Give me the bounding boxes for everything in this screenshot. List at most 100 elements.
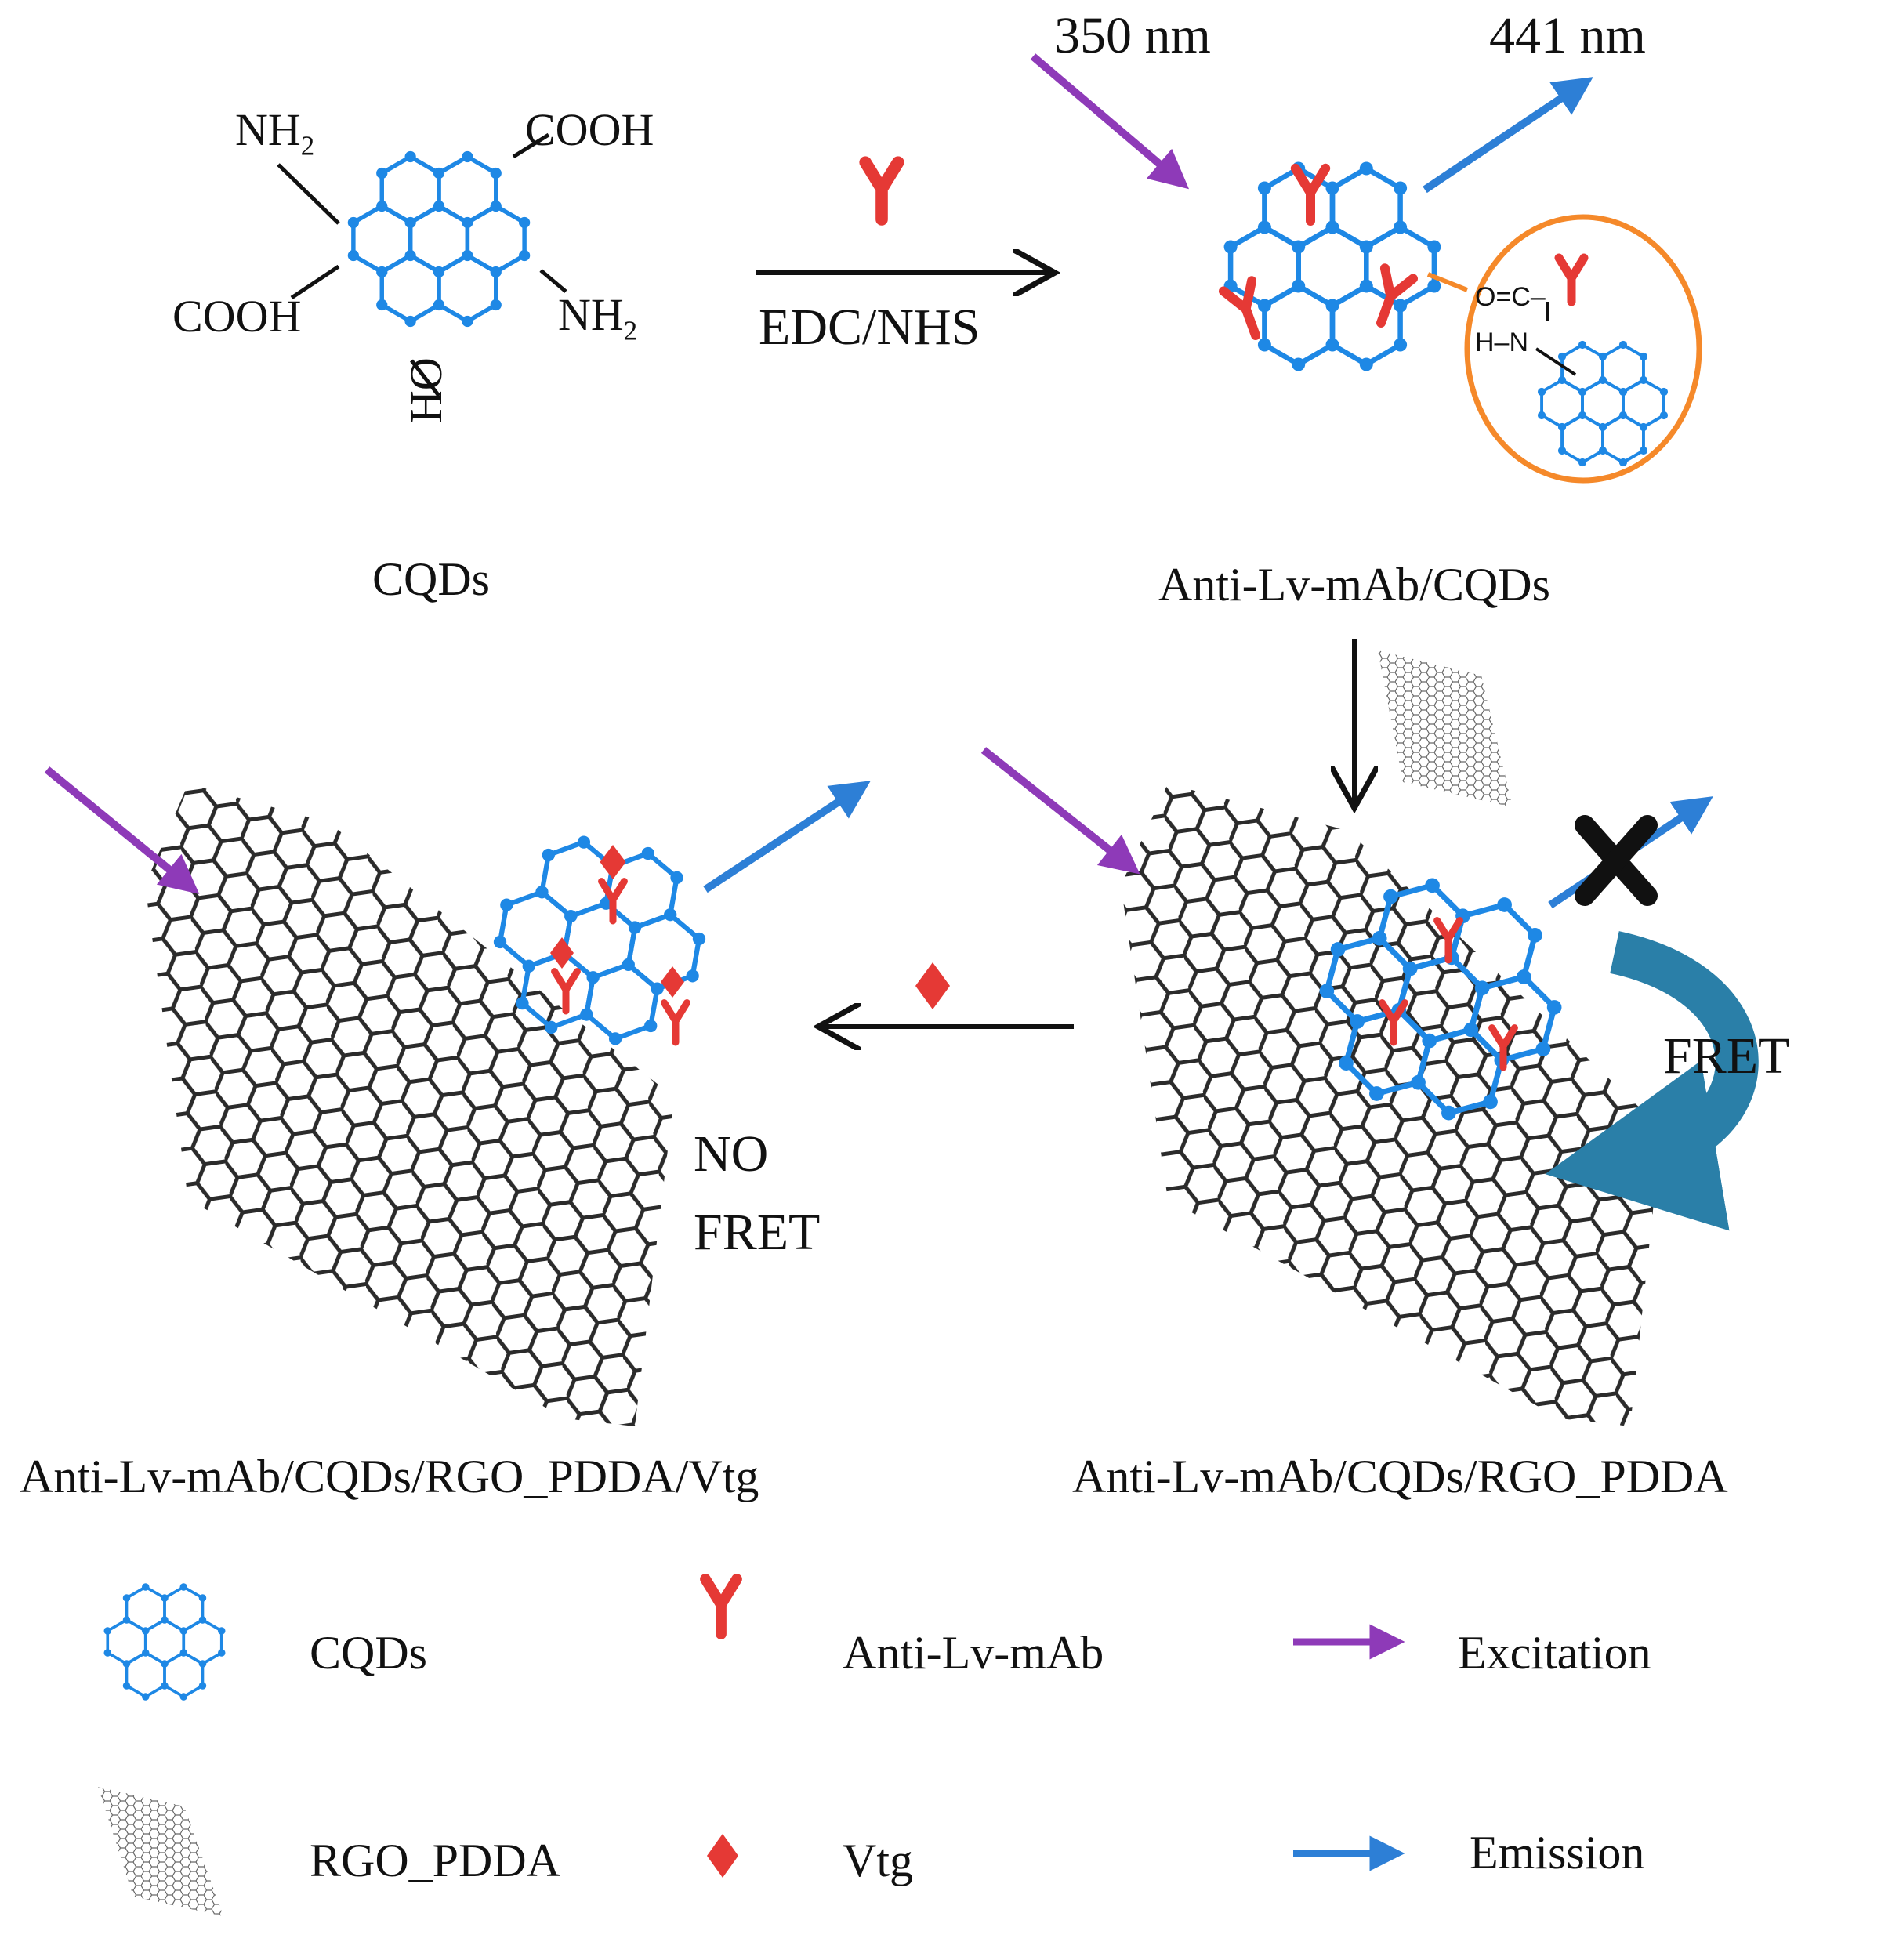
cqd-atom — [1441, 1105, 1456, 1121]
cqd-atom — [518, 249, 531, 262]
cqd-atom — [1557, 352, 1567, 361]
cqd-atom — [347, 216, 360, 229]
antibody-mark — [661, 999, 690, 1046]
ho-group-label: HO — [401, 357, 451, 423]
cqd-atom — [686, 969, 699, 983]
cqd-atom — [404, 150, 416, 163]
cqd-atom — [1598, 422, 1607, 432]
cqd-atom — [1257, 338, 1271, 352]
vtg-diamond-icon — [915, 962, 950, 1009]
cqd-ring — [437, 154, 498, 226]
cqd-ring — [1560, 413, 1604, 465]
cqd-atom — [103, 1627, 112, 1635]
cqd-atom — [1557, 446, 1567, 455]
antibody-mark — [1290, 163, 1331, 226]
cqd-atom — [1659, 411, 1669, 420]
cqd-atom — [122, 1682, 131, 1690]
recovered-product-label: Anti-Lv-mAb/CQDs/RGO_PDDA/Vtg — [20, 1451, 759, 1502]
antibody-mark — [1433, 917, 1463, 964]
nh2-group-label-2: NH2 — [558, 289, 638, 346]
antibody-mark — [551, 968, 581, 1015]
adsorbed-antibodies — [1379, 917, 1518, 1071]
cqd-atom — [1257, 220, 1271, 234]
inset-carbonyl-label: O=C– — [1475, 282, 1546, 312]
cqd-atom — [1325, 181, 1339, 195]
cqd-atom — [1618, 411, 1628, 420]
cqd-atom — [179, 1649, 188, 1657]
cqd-atom — [622, 958, 635, 972]
cqd-atom — [404, 315, 416, 328]
cqd-atom — [1474, 980, 1490, 996]
cqd-atom — [1319, 984, 1335, 998]
cqd-atom — [433, 167, 445, 179]
cqd-atom — [1618, 387, 1628, 397]
cqd-atom — [433, 266, 445, 278]
cqd-atom — [1497, 897, 1512, 912]
antibody-mark — [598, 878, 628, 925]
legend-cqd-icon — [103, 1583, 226, 1701]
cqd-atom — [628, 921, 642, 934]
inset-connector — [1426, 272, 1469, 292]
antibody-mark — [1488, 1024, 1518, 1071]
cqd-atom — [1659, 387, 1669, 397]
conjugate-cqd — [1223, 161, 1441, 371]
cqd-atom — [1598, 352, 1607, 361]
cqd-ring — [163, 1585, 205, 1633]
cqd-atom — [404, 216, 416, 229]
cqd-atom — [179, 1627, 188, 1635]
cqd-atom — [141, 1693, 150, 1701]
blocked-cross-icon — [1575, 815, 1658, 906]
cqd-atom — [670, 871, 683, 885]
cqd-atom — [490, 167, 502, 179]
cqd-atom — [198, 1682, 207, 1690]
cqd-atom — [1394, 181, 1408, 195]
cqd-atom — [161, 1660, 169, 1668]
cqd-ring — [1262, 283, 1336, 368]
cqd-atom — [1546, 1000, 1562, 1015]
cqd-atom — [493, 935, 507, 949]
cqd-atom — [179, 1693, 188, 1701]
cqd-atom — [198, 1660, 207, 1668]
cqd-atom — [564, 909, 578, 923]
cqd-atom — [462, 249, 473, 262]
cqd-atom — [1535, 1042, 1551, 1056]
antibody-mark — [1218, 276, 1261, 341]
cqd-atom — [1618, 340, 1628, 350]
cqd-atom — [1372, 930, 1387, 946]
cqd-atom — [1394, 220, 1408, 234]
cqd-atom — [217, 1627, 226, 1635]
cqd-atom — [462, 150, 473, 163]
cqd-atom — [490, 200, 502, 212]
fret-curved-arrow — [1545, 931, 1759, 1231]
cqd-atom — [1598, 446, 1607, 455]
cqd-atom — [1537, 387, 1546, 397]
cqd-atom — [1537, 411, 1546, 420]
antibody-mark — [1376, 263, 1419, 328]
cqd-atom — [161, 1594, 169, 1602]
cqd-atom — [1383, 889, 1398, 904]
cqd-ring — [125, 1650, 166, 1699]
cqd-atom — [1618, 458, 1628, 467]
cqd-atom — [198, 1594, 207, 1602]
rgo-sheet-icon — [1378, 650, 1513, 807]
cqd-atom — [518, 216, 531, 229]
cqd-atom — [122, 1660, 131, 1668]
nh2-group-label: NH2 — [235, 104, 315, 161]
cqd-ring — [125, 1585, 166, 1633]
cqd-atom — [376, 167, 388, 179]
excitation-arrow-left — [44, 766, 200, 894]
legend-label-antibody: Anti-Lv-mAb — [843, 1627, 1104, 1679]
cqd-atom — [1578, 340, 1587, 350]
cqd-atom — [1483, 1094, 1498, 1110]
cqd-atom — [1359, 279, 1373, 293]
cqd-atom — [122, 1616, 131, 1624]
cqd-atom — [217, 1649, 226, 1657]
quenched-product-label: Anti-Lv-mAb/CQDs/RGO_PDDA — [1072, 1451, 1728, 1502]
cqd-atom — [462, 216, 473, 229]
legend-label-vtg: Vtg — [843, 1835, 913, 1886]
inset-bond-2 — [1535, 347, 1577, 376]
cqd-atom — [1359, 161, 1373, 176]
cqd-atom — [1339, 1056, 1354, 1071]
vtg-mark — [661, 966, 684, 998]
